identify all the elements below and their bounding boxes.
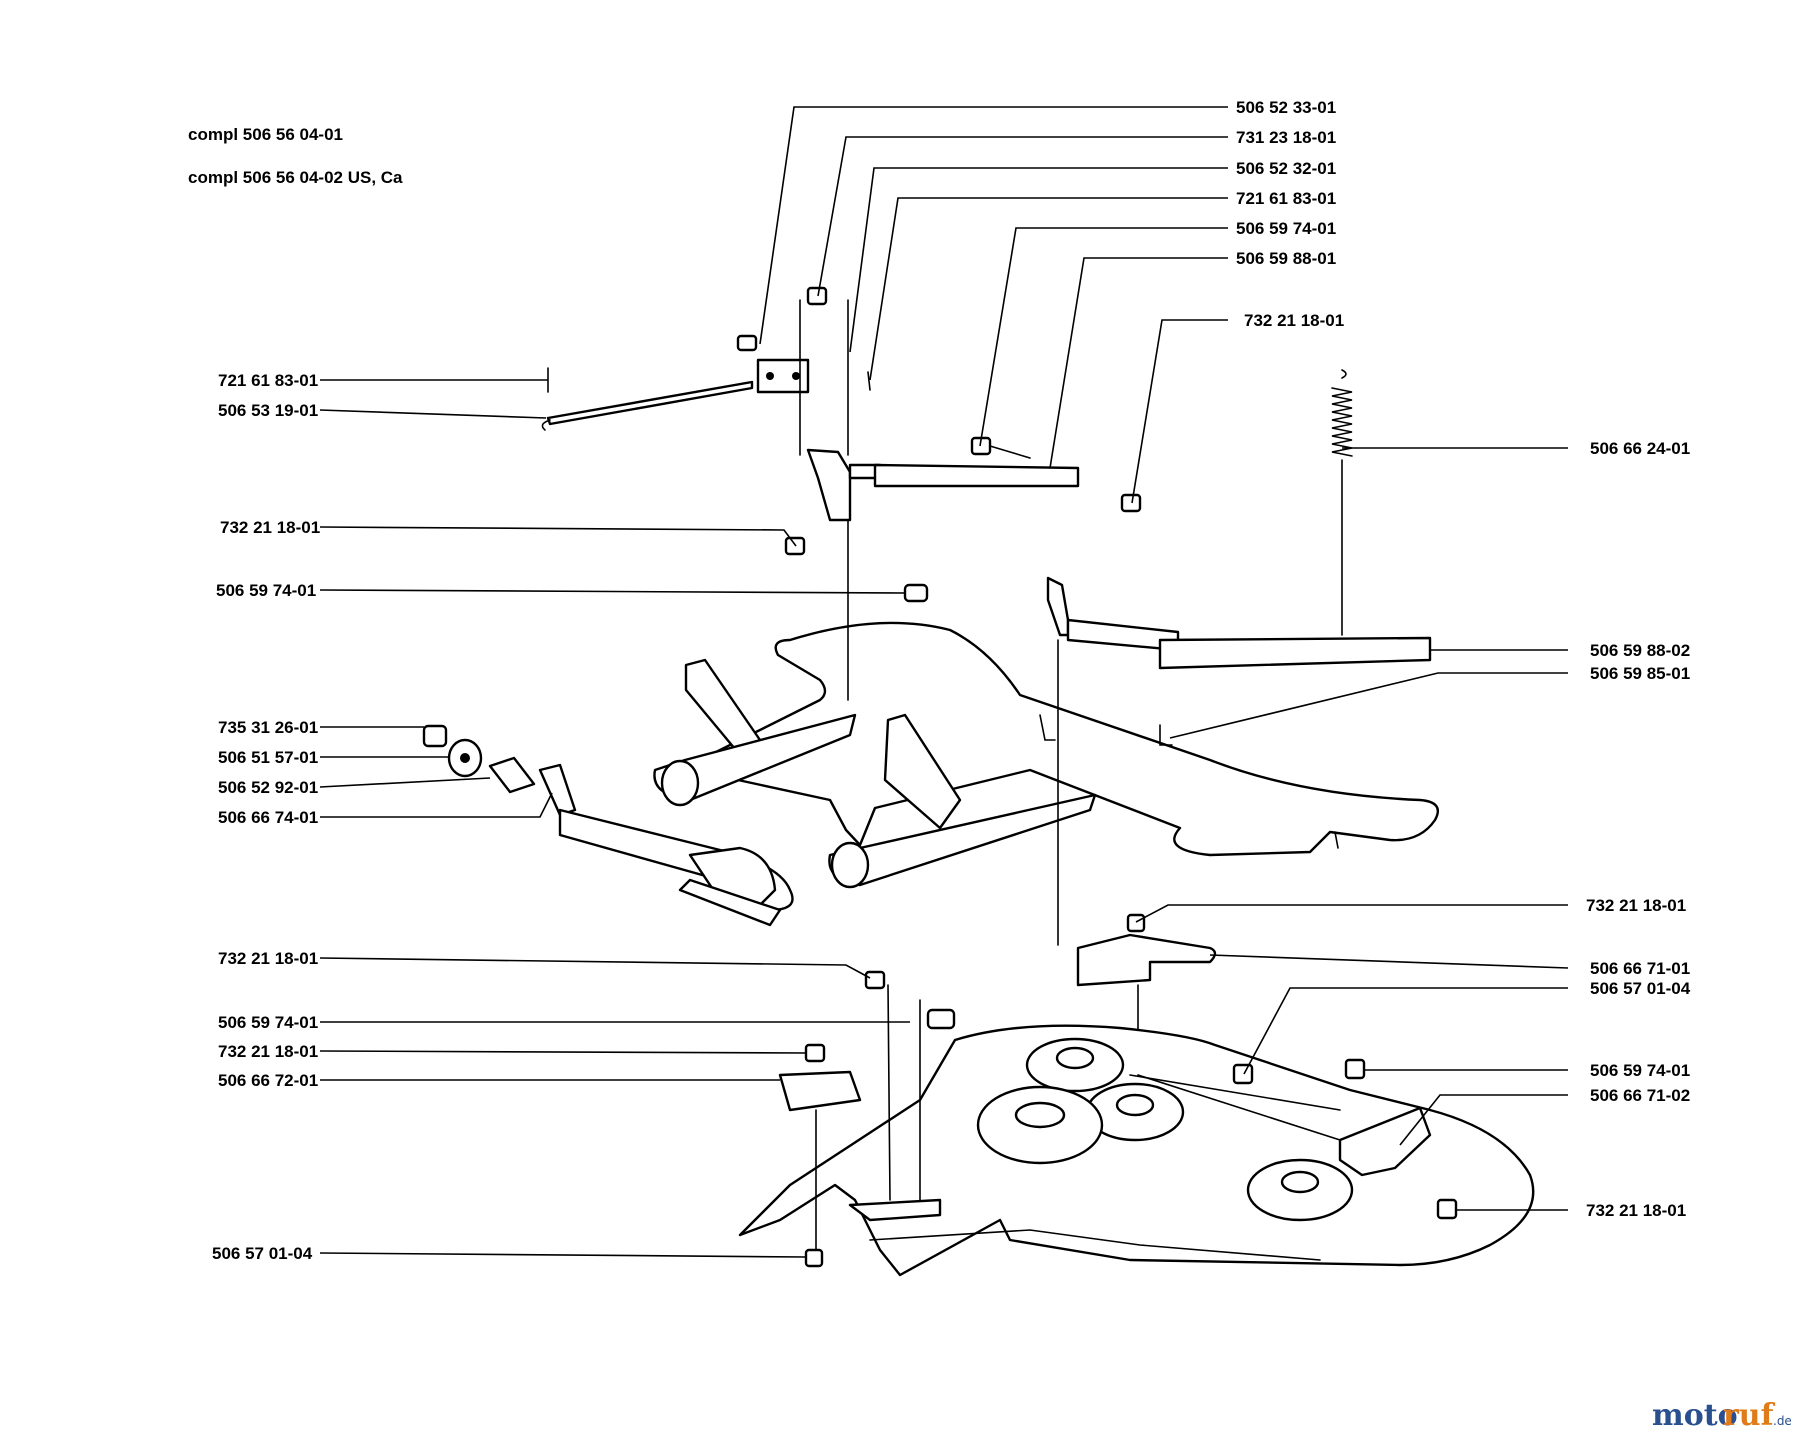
spring-506-66-24: [1331, 369, 1353, 636]
hanger-plate-left: [684, 658, 762, 757]
label-506-52-33-01: 506 52 33-01: [1236, 98, 1336, 117]
nut-732-21-18-lower-1: [864, 970, 886, 990]
part-labels-right: 506 52 33-01 731 23 18-01 506 52 32-01 7…: [1236, 98, 1691, 1220]
nut-732-21-18-bracket: [1126, 913, 1146, 933]
lift-arm-506-59-88-02: [1046, 576, 1432, 670]
label-732-21-18-01-bottom-right: 732 21 18-01: [1586, 1201, 1686, 1220]
label-732-21-18-01-lower-2: 732 21 18-01: [218, 1042, 318, 1061]
label-506-59-74-01-right: 506 59 74-01: [1590, 1061, 1690, 1080]
pin-721-61-83-upper: [867, 371, 871, 391]
lower-arm-left: [653, 713, 857, 807]
axle-506-66-74: [538, 763, 794, 927]
assembly-title-line-1: compl 506 56 04-01: [188, 125, 343, 144]
label-506-66-74-01: 506 66 74-01: [218, 808, 318, 827]
nut-735-31-26: [422, 724, 448, 748]
label-506-59-88-01: 506 59 88-01: [1236, 249, 1336, 268]
mower-deck: [738, 1024, 1535, 1277]
label-506-53-19-01: 506 53 19-01: [218, 401, 318, 420]
plate-506-66-72: [778, 1070, 862, 1112]
nut-732-21-18-right-bottom: [1436, 1198, 1458, 1220]
bolt-506-59-74-lower: [926, 1008, 956, 1030]
label-506-66-72-01: 506 66 72-01: [218, 1071, 318, 1090]
part-labels-left: 721 61 83-01 506 53 19-01 732 21 18-01 5…: [212, 371, 320, 1263]
lower-arm-right: [828, 793, 1097, 889]
top-nut-731-23-18: [806, 286, 828, 306]
label-506-57-01-04-right: 506 57 01-04: [1590, 979, 1691, 998]
label-506-59-74-01-lower: 506 59 74-01: [218, 1013, 318, 1032]
bolt-506-57-01-04-lower-left: [804, 1248, 824, 1268]
watermark-logo: moto ruf .de: [1652, 1398, 1792, 1433]
label-506-66-71-01: 506 66 71-01: [1590, 959, 1690, 978]
label-506-51-57-01: 506 51 57-01: [218, 748, 318, 767]
nut-732-21-18-upper-right: [1120, 493, 1142, 513]
label-721-61-83-01-top: 721 61 83-01: [1236, 189, 1336, 208]
label-506-66-71-02: 506 66 71-02: [1590, 1086, 1690, 1105]
label-506-52-92-01: 506 52 92-01: [218, 778, 318, 797]
label-732-21-18-01-left: 732 21 18-01: [220, 518, 320, 537]
watermark-part-2: ruf: [1723, 1398, 1776, 1433]
assembly-title-line-2: compl 506 56 04-02 US, Ca: [188, 168, 403, 187]
leader-lines: [319, 106, 1569, 1258]
label-506-59-74-01-top: 506 59 74-01: [1236, 219, 1336, 238]
label-732-21-18-01-mid-right: 732 21 18-01: [1586, 896, 1686, 915]
bracket-506-66-71-01: [1076, 933, 1217, 987]
label-721-61-83-01-left: 721 61 83-01: [218, 371, 318, 390]
label-732-21-18-01-lower-1: 732 21 18-01: [218, 949, 318, 968]
label-506-59-88-02: 506 59 88-02: [1590, 641, 1690, 660]
frame-506-59-85: [688, 621, 1440, 857]
top-bolt-506-52-33: [736, 334, 758, 352]
bolt-506-59-74-right: [1344, 1058, 1366, 1080]
bolt-506-57-01-04-right: [1232, 1063, 1254, 1085]
nut-732-21-18-lower-2: [804, 1043, 826, 1063]
label-506-52-32-01: 506 52 32-01: [1236, 159, 1336, 178]
lift-arm-506-59-88-01: [806, 448, 1080, 522]
watermark-suffix: .de: [1773, 1414, 1792, 1428]
hanger-plate-center: [883, 713, 962, 830]
exploded-drawing: [422, 286, 1535, 1277]
label-735-31-26-01: 735 31 26-01: [218, 718, 318, 737]
rod-506-53-19: [541, 380, 754, 431]
label-506-66-24-01: 506 66 24-01: [1590, 439, 1690, 458]
label-506-59-74-01-left: 506 59 74-01: [216, 581, 316, 600]
washer-506-51-57: [447, 738, 483, 778]
watermark-part-1: moto: [1652, 1398, 1738, 1433]
bushing-506-52-92: [488, 756, 536, 794]
label-506-59-85-01: 506 59 85-01: [1590, 664, 1690, 683]
bolt-506-59-74-middle: [903, 583, 929, 603]
label-731-23-18-01: 731 23 18-01: [1236, 128, 1336, 147]
label-732-21-18-01-top: 732 21 18-01: [1244, 311, 1344, 330]
label-506-57-01-04-left: 506 57 01-04: [212, 1244, 313, 1263]
